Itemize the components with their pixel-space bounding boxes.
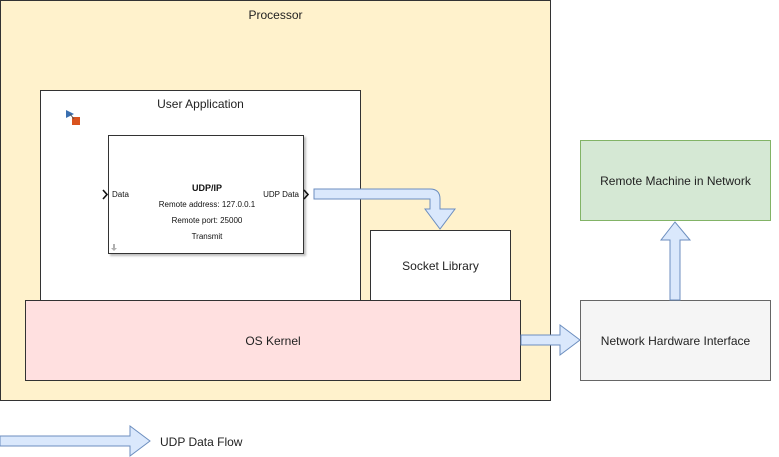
legend-label: UDP Data Flow bbox=[160, 435, 243, 449]
udp-remote-port: Remote port: 25000 bbox=[171, 216, 243, 225]
network-interface-label: Network Hardware Interface bbox=[600, 333, 751, 348]
udp-mode: Transmit bbox=[191, 232, 223, 241]
udp-remote-address: Remote address: 127.0.0.1 bbox=[158, 200, 256, 209]
output-port-label: UDP Data bbox=[263, 190, 299, 199]
output-port-chevron-icon bbox=[303, 189, 310, 200]
down-arrow-icon bbox=[111, 244, 117, 251]
input-port-chevron-icon bbox=[102, 189, 109, 200]
socket-library-label: Socket Library bbox=[402, 259, 479, 273]
os-kernel-label: OS Kernel bbox=[245, 333, 301, 348]
udp-block-title: UDP/IP bbox=[191, 183, 222, 193]
udp-to-socket-arrow bbox=[313, 188, 456, 230]
kernel-to-nic-arrow bbox=[520, 324, 581, 356]
remote-machine-box: Remote Machine in Network bbox=[580, 140, 771, 221]
user-application-box bbox=[40, 90, 361, 305]
input-port-label: Data bbox=[112, 190, 129, 199]
network-interface-box: Network Hardware Interface bbox=[580, 300, 771, 381]
legend-arrow bbox=[0, 425, 151, 457]
processor-title: Processor bbox=[248, 8, 303, 22]
remote-machine-label: Remote Machine in Network bbox=[600, 173, 751, 188]
os-kernel-box: OS Kernel bbox=[25, 300, 521, 381]
user-application-title: User Application bbox=[157, 97, 244, 111]
nic-to-remote-arrow bbox=[659, 221, 692, 301]
socket-library-box: Socket Library bbox=[370, 230, 511, 302]
udp-ip-block[interactable]: UDP/IP Remote address: 127.0.0.1 Remote … bbox=[108, 135, 304, 254]
